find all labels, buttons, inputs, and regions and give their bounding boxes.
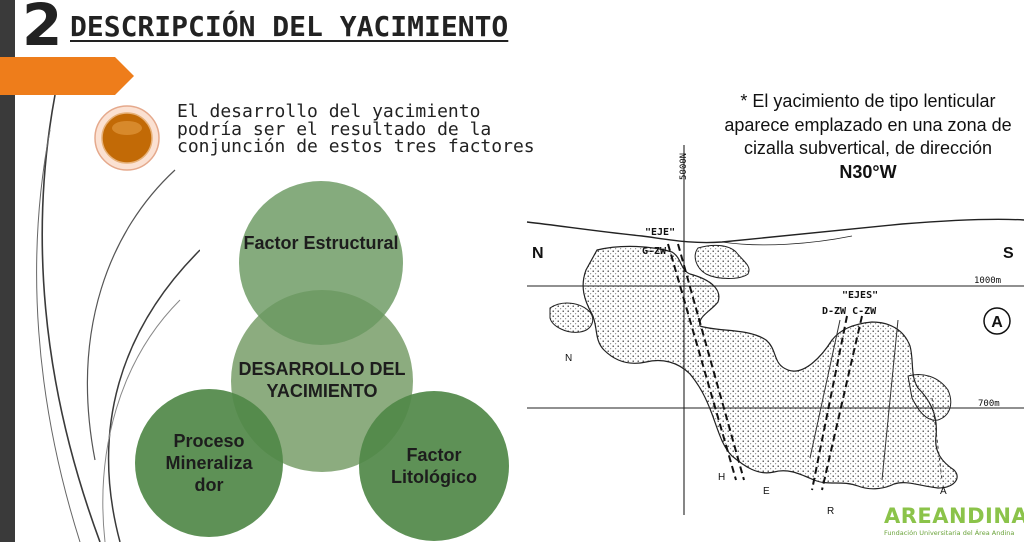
deposit-note: * El yacimiento de tipo lenticular apare…: [712, 90, 1024, 184]
circle-proceso-mineralizador-label: Proceso Mineraliza dor: [165, 431, 253, 495]
label-letter-h: H: [718, 472, 725, 483]
label-level-700: 700m: [978, 399, 1000, 409]
slide-title: DESCRIPCIÓN DEL YACIMIENTO: [70, 10, 509, 43]
slide-number: 2: [22, 0, 63, 59]
intro-text: El desarrollo del yacimiento podría ser …: [177, 101, 535, 157]
circle-proceso-mineralizador: Proceso Mineraliza dor: [135, 389, 283, 537]
left-dark-bar: [0, 0, 15, 542]
areandina-logo: AREANDINA: [884, 504, 1024, 528]
label-coordinate: 5000N: [679, 153, 689, 180]
label-section-id: A: [991, 314, 1003, 331]
label-eje: "EJE": [645, 227, 675, 238]
decorative-curves: [36, 94, 200, 542]
geologic-cross-section: N S 5000N 1000m 700m "EJE" G-ZW "EJES" D…: [526, 145, 1024, 517]
deposit-note-text: * El yacimiento de tipo lenticular apare…: [724, 91, 1012, 158]
circle-factor-estructural-label: Factor Estructural: [243, 233, 399, 253]
label-level-1000: 1000m: [974, 276, 1001, 286]
circle-factor-estructural: Factor Estructural: [239, 181, 403, 345]
label-ejes: "EJES": [842, 290, 878, 301]
label-n-marker: N: [565, 353, 572, 364]
label-south: S: [1003, 245, 1014, 262]
label-letter-e: E: [763, 486, 770, 497]
deposit-note-direction: N30°W: [839, 161, 897, 182]
orange-accent-tab: [0, 57, 134, 95]
circle-desarrollo-label: DESARROLLO DEL YACIMIENTO: [238, 359, 406, 401]
label-eje-name: G-ZW: [642, 246, 667, 257]
circle-factor-litologico: Factor Litológico: [359, 391, 509, 541]
label-ejes-names: D-ZW C-ZW: [822, 306, 877, 317]
label-letter-r: R: [827, 506, 834, 517]
label-letter-a: A: [940, 486, 947, 497]
areandina-logo-subtitle: Fundación Universitaria del Área Andina: [884, 529, 1015, 537]
circle-factor-litologico-label: Factor Litológico: [391, 445, 477, 487]
label-north: N: [532, 245, 544, 262]
bullet-orb-icon: [94, 105, 160, 171]
